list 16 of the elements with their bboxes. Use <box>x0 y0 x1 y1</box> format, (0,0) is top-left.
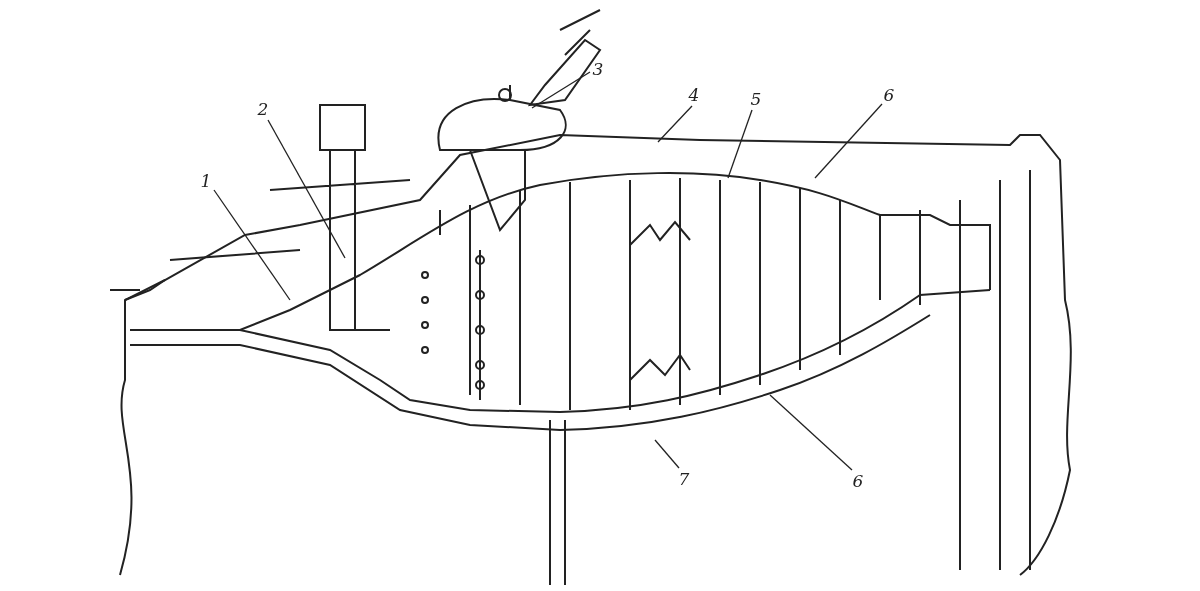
leader-line <box>213 189 291 301</box>
leader-line <box>267 119 346 259</box>
callout-number: 6 <box>850 470 866 492</box>
callout-number: 3 <box>590 58 606 80</box>
leader-line <box>654 439 680 469</box>
leader-line <box>814 103 883 179</box>
leader-line <box>531 71 591 109</box>
callout-number: 4 <box>686 84 702 106</box>
callout-number: 1 <box>198 170 214 192</box>
callout-number: 2 <box>255 98 271 120</box>
leader-line <box>657 105 693 143</box>
leader-line <box>769 394 853 471</box>
callout-number: 5 <box>748 88 764 110</box>
callout-number: 6 <box>881 84 897 106</box>
leader-line <box>727 109 753 179</box>
callout-number: 7 <box>676 468 692 490</box>
